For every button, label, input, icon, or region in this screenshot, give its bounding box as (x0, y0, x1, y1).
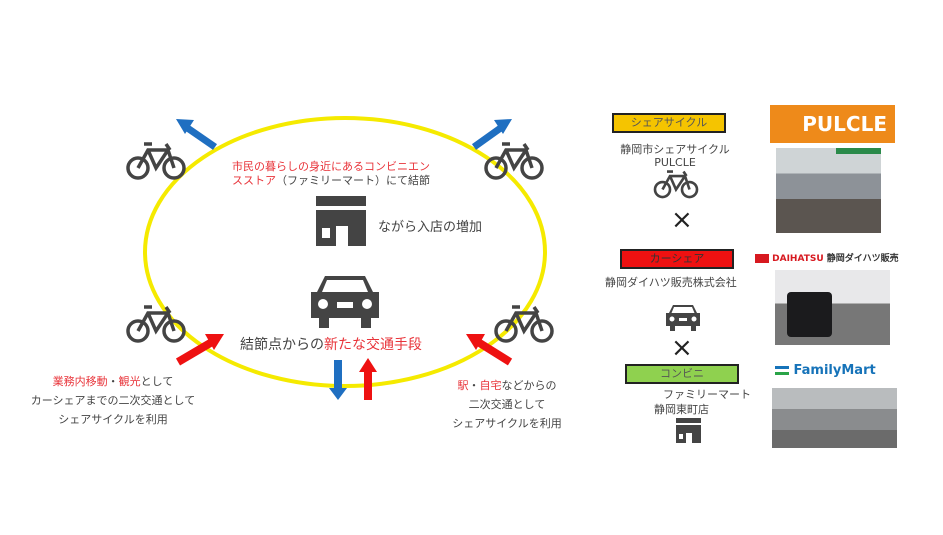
pulcle-photo (776, 148, 881, 233)
right-caption: 駅・自宅などからの 二次交通として シェアサイクルを利用 (432, 376, 582, 433)
store-name-2: 静岡東町店 (654, 403, 709, 416)
right-red2: 自宅 (479, 379, 502, 392)
right-sep: ・ (468, 379, 480, 392)
left-line3: シェアサイクルを利用 (58, 413, 168, 426)
label-convenience: コンビニ (625, 364, 739, 384)
arrow-icon-blue-tr (471, 119, 512, 150)
right-line2: 二次交通として (468, 398, 546, 411)
arrow-icon-down-blue (329, 360, 347, 400)
times-icon-2: × (671, 333, 693, 363)
times-icon-1: × (671, 205, 693, 235)
left-sep: ・ (107, 375, 119, 388)
left-caption: 業務内移動・観光として カーシェアまでの二次交通として シェアサイクルを利用 (28, 372, 198, 429)
top-caption-line1: 市民の暮らしの身近にあるコンビニエン (232, 160, 430, 173)
arrow-icon-red-br (466, 334, 513, 366)
familymart-logo-text: FamilyMart (793, 363, 876, 378)
dealer-name: 静岡ダイハツ販売 (826, 254, 899, 264)
label-car-share: カーシェア (620, 249, 734, 269)
top-caption: 市民の暮らしの身近にあるコンビニエン スストア（ファミリーマート）にて結節 (232, 160, 430, 188)
store-name-1: ファミリーマート (663, 388, 751, 401)
left-gray1: として (140, 375, 174, 388)
right-line3: シェアサイクルを利用 (452, 417, 562, 430)
left-red1: 業務内移動 (52, 375, 108, 388)
arrow-icon-up-red (359, 358, 377, 400)
top-caption-gray: （ファミリーマート）にて結節 (276, 174, 430, 187)
store-caption: ながら入店の増加 (378, 220, 483, 235)
label-share-cycle: シェアサイクル (612, 113, 726, 133)
familymart-logo: FamilyMart (775, 363, 876, 378)
left-line2: カーシェアまでの二次交通として (30, 394, 196, 407)
cycle-name-line1: 静岡市シェアサイクル (620, 143, 730, 156)
pulcle-logo: PULCLE (770, 105, 895, 143)
bike-icon-tl (126, 142, 186, 180)
car-icon-panel (666, 305, 700, 331)
cycle-name-line2: PULCLE (654, 156, 696, 169)
pulcle-logo-text: PULCLE (802, 112, 887, 136)
center-caption-gray: 結節点からの (240, 337, 324, 353)
arrow-icon-blue-tl (176, 119, 217, 150)
daihatsu-photo (775, 270, 890, 345)
daihatsu-logo-text: DAIHATSU (772, 254, 824, 264)
cycle-name: 静岡市シェアサイクル PULCLE (605, 143, 745, 169)
center-caption-red: 新たな交通手段 (324, 337, 422, 353)
right-red1: 駅 (457, 379, 469, 392)
familymart-photo (772, 388, 897, 448)
arrow-icon-red-bl (175, 334, 224, 366)
store-icon-panel (676, 418, 701, 443)
center-caption: 結節点からの新たな交通手段 (240, 334, 422, 354)
top-caption-red: スストア (232, 174, 276, 187)
store-icon-center (316, 196, 366, 246)
left-red2: 観光 (118, 375, 141, 388)
cycle-ellipse (143, 116, 547, 388)
daihatsu-logo: DAIHATSU 静岡ダイハツ販売 (755, 251, 899, 264)
car-icon-center (311, 276, 379, 328)
bike-icon-panel (653, 170, 699, 199)
car-company-name: 静岡ダイハツ販売株式会社 (605, 276, 737, 289)
right-gray1: などからの (501, 379, 557, 392)
bike-icon-br (494, 305, 554, 343)
